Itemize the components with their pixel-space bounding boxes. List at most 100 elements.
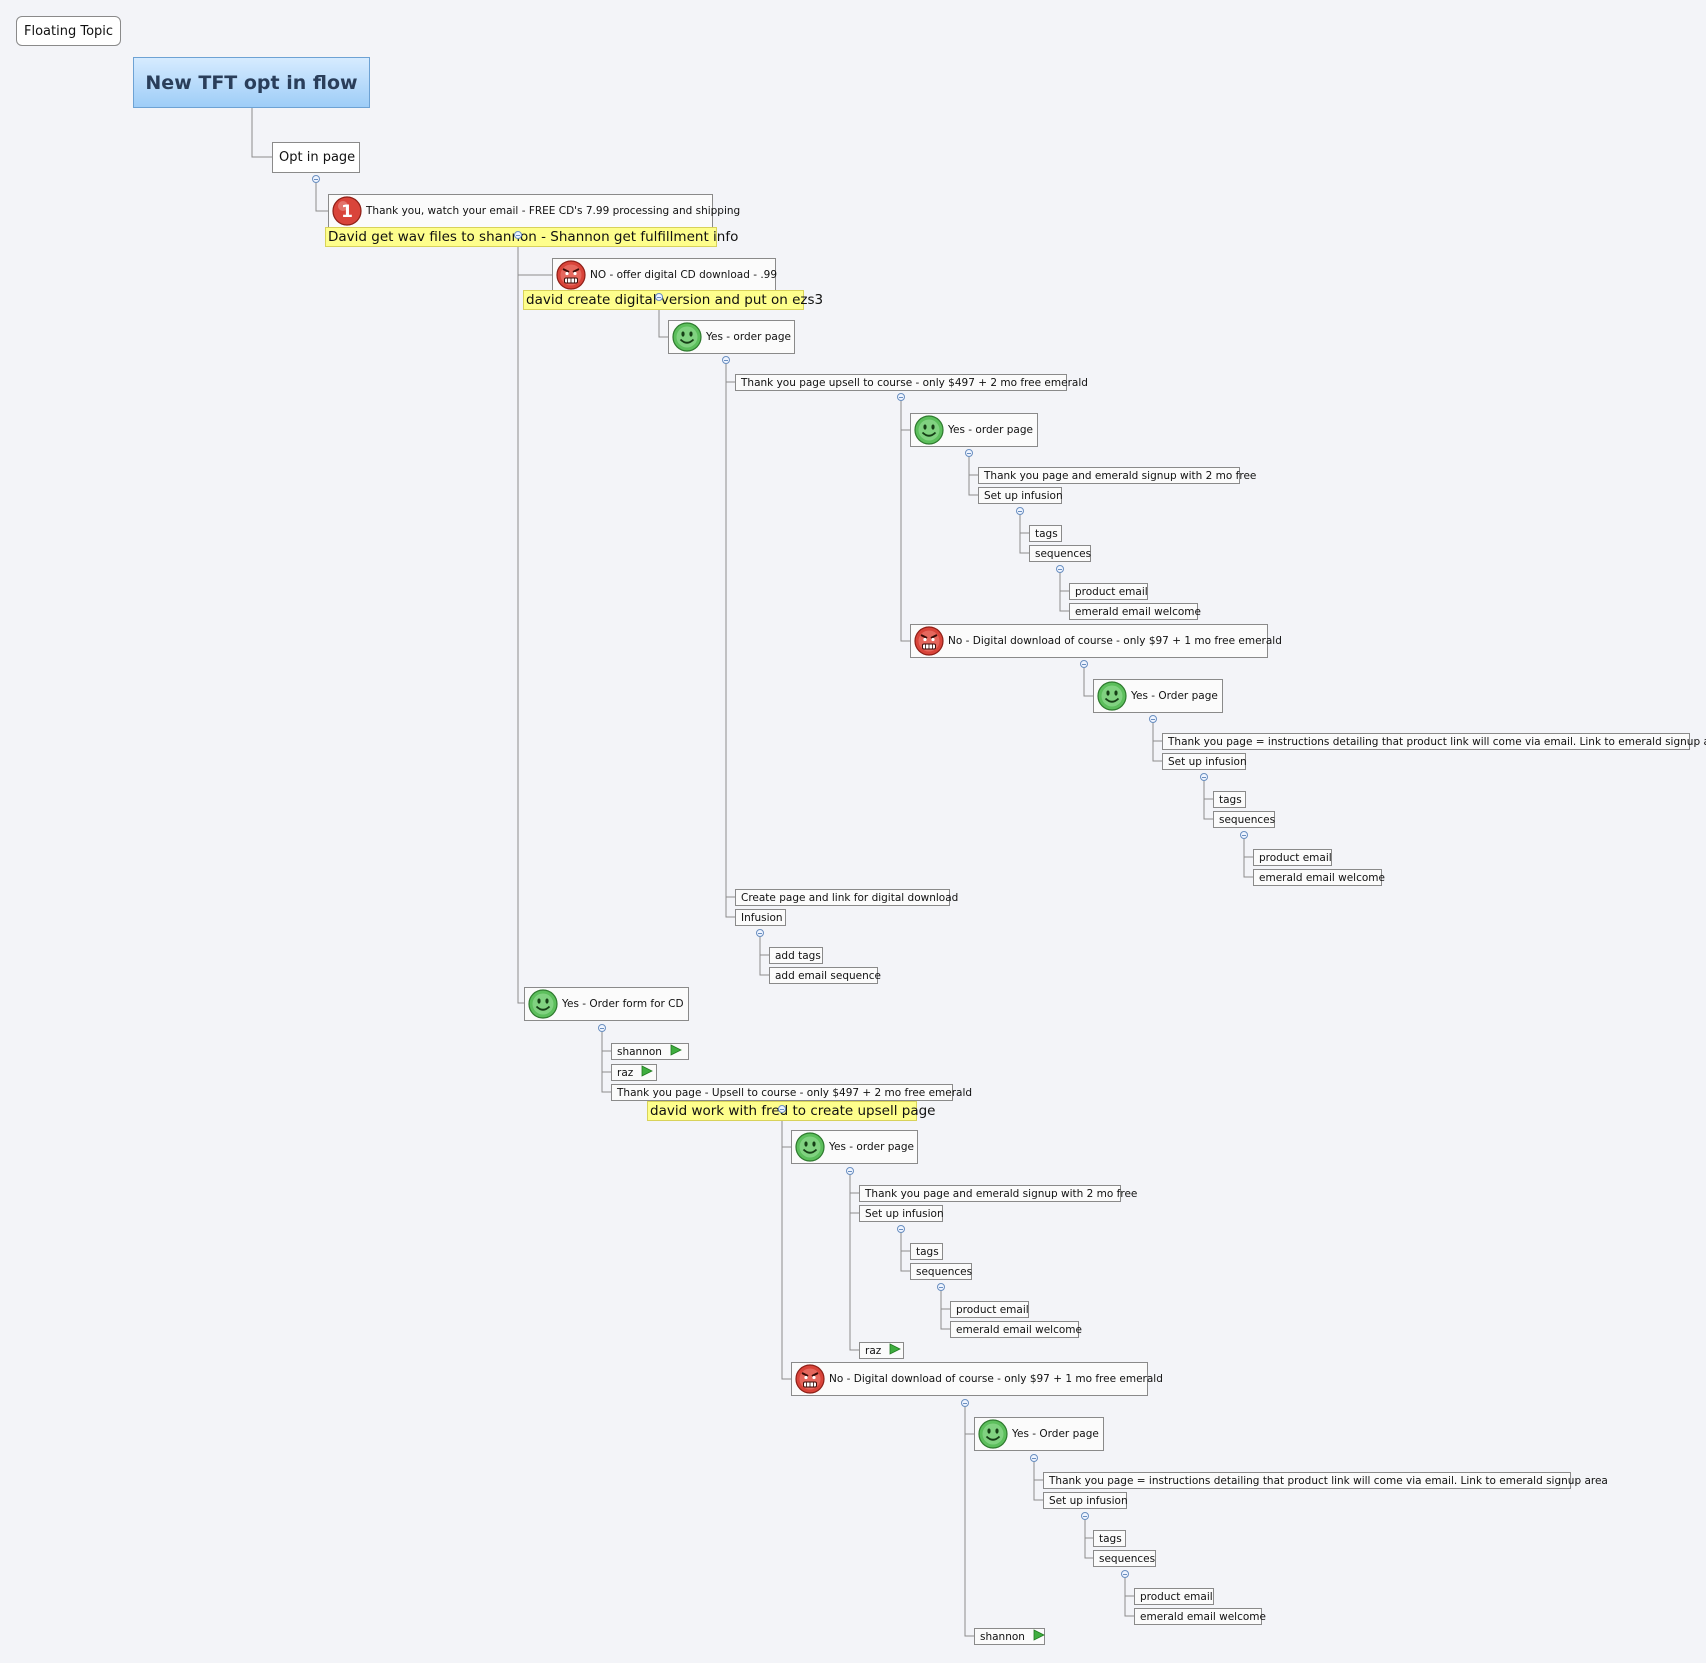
sequences-2-topic[interactable]: sequences: [1213, 811, 1275, 828]
no-digital-course-2-topic[interactable]: No - Digital download of course - only $…: [791, 1362, 1163, 1396]
infusion-topic[interactable]: Infusion: [735, 909, 786, 926]
collapse-toggle[interactable]: [778, 1105, 786, 1113]
product-email-1-topic[interactable]: product email: [1069, 583, 1148, 600]
thank-you-upsell-2-topic[interactable]: Thank you page - Upsell to course - only…: [611, 1084, 972, 1101]
raz-2-topic[interactable]: raz: [859, 1342, 904, 1359]
connector-line: [759, 934, 769, 956]
collapse-toggle[interactable]: [655, 293, 663, 301]
emerald-welcome-2-topic[interactable]: emerald email welcome: [1253, 869, 1385, 886]
tags-3-topic[interactable]: tags: [910, 1243, 943, 1260]
product-email-3-topic[interactable]: product email: [950, 1301, 1029, 1318]
ty-emerald-signup-2-topic[interactable]: Thank you page and emerald signup with 2…: [859, 1185, 1137, 1202]
emerald-welcome-4-topic[interactable]: emerald email welcome: [1134, 1608, 1266, 1625]
tags-4-label: tags: [1099, 1532, 1122, 1545]
connector-line: [1243, 836, 1253, 858]
ty-emerald-signup-1-label: Thank you page and emerald signup with 2…: [984, 469, 1257, 482]
yes-order-page-2-topic[interactable]: Yes - order page: [910, 413, 1038, 447]
collapse-toggle[interactable]: [722, 356, 730, 364]
ty-emerald-signup-1-topic[interactable]: Thank you page and emerald signup with 2…: [978, 467, 1256, 484]
collapse-toggle[interactable]: [965, 449, 973, 457]
yes-order-page-cap-2-label: Yes - Order page: [1012, 1428, 1099, 1440]
no-offer-digital-cd-topic[interactable]: NO - offer digital CD download - .99: [552, 258, 777, 292]
callout-digital-version[interactable]: david create digital version and put on …: [523, 290, 823, 310]
collapse-toggle[interactable]: [1240, 831, 1248, 839]
collapse-toggle[interactable]: [1081, 1512, 1089, 1520]
yes-order-page-cap-1-topic[interactable]: Yes - Order page: [1093, 679, 1223, 713]
yes-order-page-3-topic[interactable]: Yes - order page: [791, 1130, 918, 1164]
raz-1-topic[interactable]: raz: [611, 1064, 657, 1081]
collapse-toggle[interactable]: [937, 1283, 945, 1291]
add-email-sequence-topic[interactable]: add email sequence: [769, 967, 881, 984]
add-tags-label: add tags: [775, 949, 821, 962]
collapse-toggle[interactable]: [846, 1167, 854, 1175]
shannon-2-topic[interactable]: shannon: [974, 1628, 1045, 1645]
opt-in-page-topic[interactable]: Opt in page: [272, 142, 360, 173]
ty-instructions-2-topic[interactable]: Thank you page = instructions detailing …: [1043, 1472, 1608, 1489]
thank-you-upsell-1-topic[interactable]: Thank you page upsell to course - only $…: [735, 374, 1088, 391]
shannon-1-label: shannon: [617, 1045, 662, 1058]
product-email-2-label: product email: [1259, 851, 1332, 864]
collapse-toggle[interactable]: [1056, 565, 1064, 573]
connector-line: [900, 1230, 910, 1272]
emerald-welcome-1-topic[interactable]: emerald email welcome: [1069, 603, 1201, 620]
tags-1-topic[interactable]: tags: [1029, 525, 1062, 542]
connector-line: [1203, 778, 1213, 820]
collapse-toggle[interactable]: [1200, 773, 1208, 781]
yes-order-page-1-topic[interactable]: Yes - order page: [668, 320, 795, 354]
happy-face-icon: [914, 415, 944, 445]
collapse-toggle[interactable]: [1030, 1454, 1038, 1462]
set-up-infusion-1-topic[interactable]: Set up infusion: [978, 487, 1063, 504]
floating-topic[interactable]: Floating Topic: [16, 16, 121, 46]
tags-2-topic[interactable]: tags: [1213, 791, 1246, 808]
connector-line: [849, 1172, 859, 1351]
collapse-toggle[interactable]: [961, 1399, 969, 1407]
angry-face-icon: [914, 626, 944, 656]
connector-line: [725, 361, 735, 383]
product-email-2-topic[interactable]: product email: [1253, 849, 1332, 866]
yes-order-page-2-label: Yes - order page: [948, 424, 1033, 436]
shannon-1-topic[interactable]: shannon: [611, 1043, 689, 1060]
collapse-toggle[interactable]: [312, 175, 320, 183]
ty-instructions-1-topic[interactable]: Thank you page = instructions detailing …: [1162, 733, 1706, 750]
set-up-infusion-2-topic[interactable]: Set up infusion: [1162, 753, 1247, 770]
sequences-1-topic[interactable]: sequences: [1029, 545, 1091, 562]
happy-face-icon: [672, 322, 702, 352]
connector-line: [759, 934, 769, 976]
raz-2-label: raz: [865, 1344, 882, 1357]
add-tags-topic[interactable]: add tags: [769, 947, 823, 964]
product-email-1-label: product email: [1075, 585, 1148, 598]
collapse-toggle[interactable]: [598, 1024, 606, 1032]
yes-order-form-cd-topic[interactable]: Yes - Order form for CD: [524, 987, 689, 1021]
sequences-3-topic[interactable]: sequences: [910, 1263, 972, 1280]
collapse-toggle[interactable]: [756, 929, 764, 937]
central-topic[interactable]: New TFT opt in flow: [133, 57, 370, 108]
set-up-infusion-3-label: Set up infusion: [865, 1207, 944, 1220]
emerald-welcome-3-topic[interactable]: emerald email welcome: [950, 1321, 1082, 1338]
collapse-toggle[interactable]: [1080, 660, 1088, 668]
create-page-link-topic[interactable]: Create page and link for digital downloa…: [735, 889, 958, 906]
collapse-toggle[interactable]: [1149, 715, 1157, 723]
sequences-4-topic[interactable]: sequences: [1093, 1550, 1156, 1567]
happy-face-icon: [528, 989, 558, 1019]
tags-4-topic[interactable]: tags: [1093, 1530, 1126, 1547]
callout-upsell-page-label: david work with fred to create upsell pa…: [650, 1103, 936, 1119]
no-digital-course-1-topic[interactable]: No - Digital download of course - only $…: [910, 624, 1282, 658]
connector-line: [1084, 1517, 1093, 1559]
thank-you-free-cd-topic[interactable]: 1 Thank you, watch your email - FREE CD'…: [328, 194, 740, 228]
play-arrow-icon: [641, 1065, 654, 1080]
collapse-toggle[interactable]: [514, 231, 522, 239]
connector-line: [1084, 1517, 1093, 1539]
connector-line: [1124, 1575, 1134, 1617]
product-email-4-topic[interactable]: product email: [1134, 1588, 1214, 1605]
collapse-toggle[interactable]: [897, 393, 905, 401]
connector-line: [1152, 720, 1162, 762]
collapse-toggle[interactable]: [897, 1225, 905, 1233]
yes-order-page-cap-2-topic[interactable]: Yes - Order page: [974, 1417, 1104, 1451]
collapse-toggle[interactable]: [1016, 507, 1024, 515]
connector-line: [900, 398, 910, 431]
set-up-infusion-3-topic[interactable]: Set up infusion: [859, 1205, 944, 1222]
set-up-infusion-4-topic[interactable]: Set up infusion: [1043, 1492, 1128, 1509]
collapse-toggle[interactable]: [1121, 1570, 1129, 1578]
set-up-infusion-2-label: Set up infusion: [1168, 755, 1247, 768]
